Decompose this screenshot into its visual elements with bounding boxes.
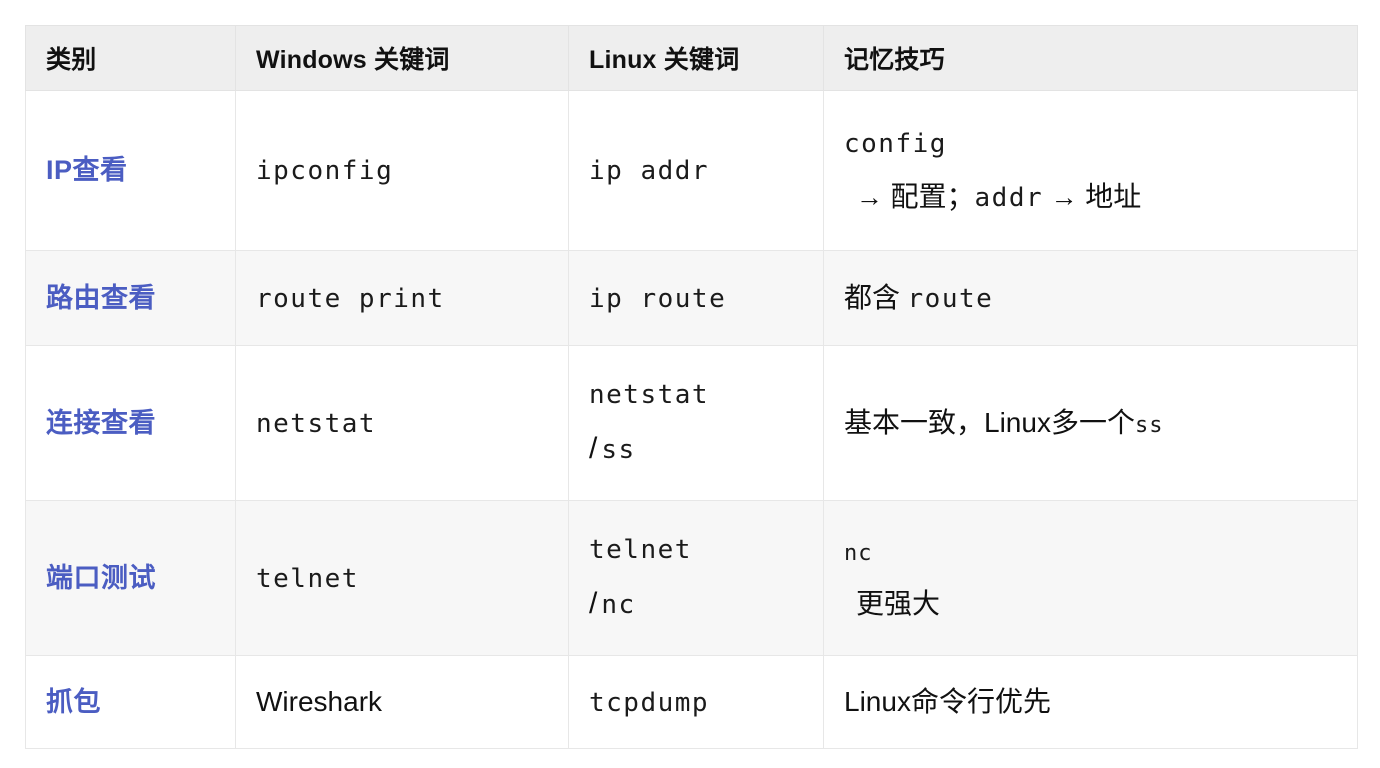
cell-category: 端口测试	[25, 500, 236, 656]
linux-command-text: ip route	[589, 283, 727, 314]
table-row: 路由查看 route print ip route 都含 route	[25, 250, 1358, 346]
category-label: 路由查看	[46, 282, 156, 313]
tip-text-config-meaning: 配置；	[890, 181, 975, 212]
linux-command-text: tcpdump	[589, 687, 710, 718]
memory-tip-content: config → 配置；addr → 地址	[844, 124, 1337, 217]
category-label: 端口测试	[46, 562, 156, 593]
memory-tip-line-1: nc	[844, 532, 1337, 570]
tip-text-prefix: 都含	[844, 282, 901, 314]
linux-command-content: telnet /nc	[589, 530, 803, 626]
tip-text-addr-meaning: 地址	[1085, 181, 1142, 212]
cell-windows-command: route print	[235, 250, 569, 346]
table-row: 端口测试 telnet telnet /nc	[25, 500, 1358, 656]
cell-memory-tip: 基本一致，Linux多一个ss	[823, 345, 1358, 501]
table-row: 连接查看 netstat netstat /ss	[25, 345, 1358, 501]
cell-linux-command: ip addr	[568, 90, 824, 251]
cell-windows-command: telnet	[235, 500, 569, 656]
tip-text: Linux命令行优先	[844, 686, 1051, 718]
linux-command-line-2: /ss	[589, 428, 803, 471]
table-body: IP查看 ipconfig ip addr config → 配置；	[25, 90, 1358, 749]
cell-memory-tip: config → 配置；addr → 地址	[823, 90, 1358, 251]
tip-mono-nc: nc	[844, 540, 873, 566]
memory-tip-line-1: config	[844, 124, 1337, 163]
linux-command-text: ip addr	[589, 156, 710, 187]
memory-tip-content: nc 更强大	[844, 532, 1337, 624]
arrow-right-icon-2: →	[1050, 182, 1078, 212]
slash-separator-icon: /	[589, 587, 598, 621]
cell-memory-tip: 都含 route	[823, 250, 1358, 346]
cell-windows-command: ipconfig	[235, 90, 569, 251]
windows-command-text: netstat	[256, 408, 377, 439]
category-label: IP查看	[46, 155, 128, 186]
table-header-row: 类别 Windows 关键词 Linux 关键词 记忆技巧	[25, 25, 1358, 91]
category-label: 连接查看	[46, 407, 156, 438]
cell-memory-tip: Linux命令行优先	[823, 655, 1358, 749]
linux-command-alternate: nc	[601, 590, 636, 621]
cell-linux-command: telnet /nc	[568, 500, 824, 656]
linux-command-primary: netstat	[589, 380, 710, 411]
column-header-linux-keyword: Linux 关键词	[568, 25, 824, 91]
tip-mono-ss: ss	[1134, 413, 1164, 439]
linux-command-primary: telnet	[589, 535, 692, 566]
memory-tip-line-2: 更强大	[844, 584, 1337, 624]
memory-tip-line-2: → 配置；addr → 地址	[844, 177, 1337, 217]
cell-category: IP查看	[25, 90, 236, 251]
linux-command-line-2: /nc	[589, 583, 803, 626]
linux-command-alternate: ss	[601, 435, 636, 466]
linux-command-line-1: telnet	[589, 530, 803, 569]
tip-mono-route: route	[907, 284, 994, 315]
linux-command-content: netstat /ss	[589, 375, 803, 471]
comparison-table-container: 类别 Windows 关键词 Linux 关键词 记忆技巧 IP查看 ipcon…	[25, 25, 1358, 749]
cell-memory-tip: nc 更强大	[823, 500, 1358, 656]
windows-linux-command-comparison-table: 类别 Windows 关键词 Linux 关键词 记忆技巧 IP查看 ipcon…	[25, 25, 1358, 749]
table-row: IP查看 ipconfig ip addr config → 配置；	[25, 90, 1358, 251]
arrow-right-icon: →	[856, 182, 883, 212]
cell-category: 抓包	[25, 655, 236, 749]
tip-text-prefix: 基本一致，Linux多一个	[844, 407, 1135, 439]
slash-separator-icon: /	[589, 432, 598, 466]
column-header-category: 类别	[25, 25, 236, 91]
windows-command-text: route print	[256, 283, 445, 314]
cell-linux-command: tcpdump	[568, 655, 824, 749]
table-header: 类别 Windows 关键词 Linux 关键词 记忆技巧	[25, 25, 1358, 91]
windows-command-text: Wireshark	[256, 686, 383, 718]
cell-category: 路由查看	[25, 250, 236, 346]
linux-command-line-1: netstat	[589, 375, 803, 414]
cell-category: 连接查看	[25, 345, 236, 501]
tip-mono-addr: addr	[974, 183, 1044, 213]
column-header-memory-tip: 记忆技巧	[823, 25, 1358, 91]
windows-command-text: telnet	[256, 563, 359, 594]
cell-linux-command: ip route	[568, 250, 824, 346]
windows-command-text: ipconfig	[256, 156, 394, 187]
cell-windows-command: Wireshark	[235, 655, 569, 749]
tip-mono-config: config	[844, 129, 947, 160]
cell-windows-command: netstat	[235, 345, 569, 501]
cell-linux-command: netstat /ss	[568, 345, 824, 501]
table-row: 抓包 Wireshark tcpdump Linux命令行优先	[25, 655, 1358, 749]
column-header-windows-keyword: Windows 关键词	[235, 25, 569, 91]
tip-text-stronger: 更强大	[856, 588, 941, 620]
category-label: 抓包	[46, 686, 101, 717]
